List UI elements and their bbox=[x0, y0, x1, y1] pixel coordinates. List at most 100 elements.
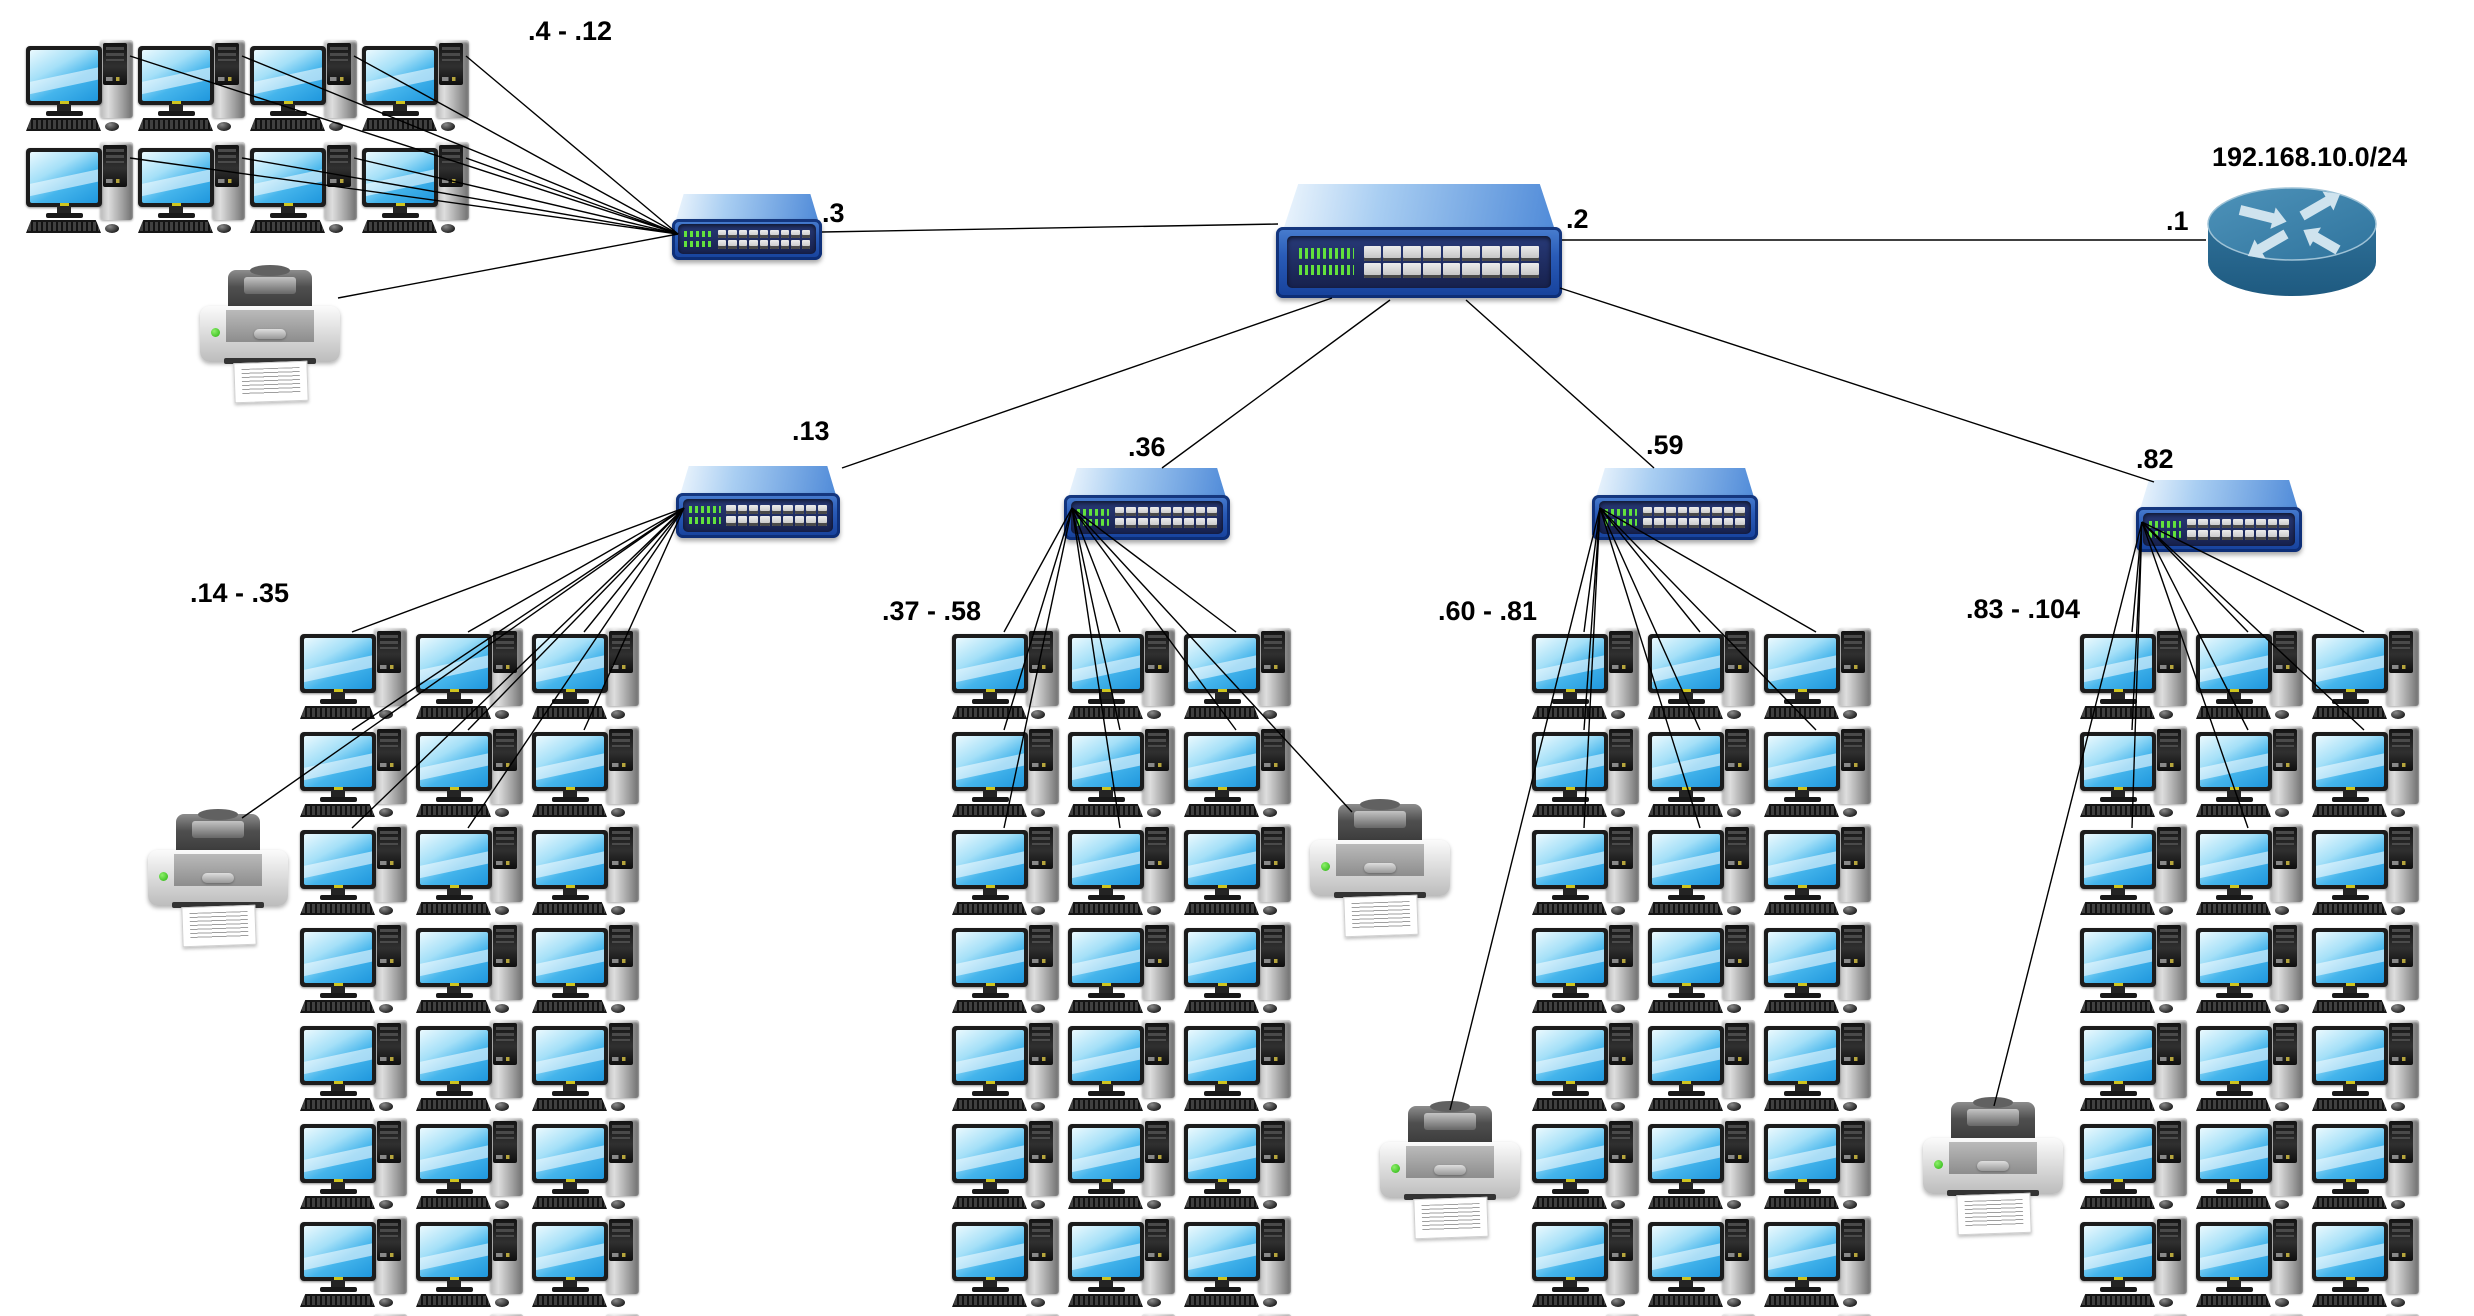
monitor-stand-base bbox=[1784, 1091, 1821, 1096]
mouse bbox=[379, 808, 393, 817]
computer-tower-front bbox=[2389, 1023, 2413, 1065]
monitor-stand-base bbox=[552, 1091, 589, 1096]
ethernet-port-icon bbox=[760, 516, 770, 526]
switch-top-face bbox=[1067, 468, 1227, 500]
monitor-stand-base bbox=[1204, 797, 1241, 802]
computer-tower-front bbox=[1029, 631, 1053, 673]
monitor-stand-base bbox=[972, 1287, 1009, 1292]
computer-monitor bbox=[2080, 1026, 2156, 1085]
mouse bbox=[2275, 710, 2289, 719]
monitor-stand bbox=[2111, 1182, 2125, 1190]
ethernet-port-icon bbox=[1654, 518, 1664, 528]
computer-icon bbox=[362, 140, 474, 236]
monitor-stand bbox=[1215, 986, 1229, 994]
computer-monitor bbox=[1068, 830, 1144, 889]
switch-ports bbox=[1363, 246, 1540, 278]
keyboard bbox=[532, 1098, 607, 1111]
computer-screen bbox=[536, 736, 604, 787]
computer-tower-front bbox=[493, 631, 517, 673]
ethernet-port-icon bbox=[817, 504, 827, 515]
monitor-stand bbox=[331, 1182, 345, 1190]
computer-tower-front bbox=[609, 631, 633, 673]
computer-monitor bbox=[1532, 1124, 1608, 1183]
client-range-label: .14 - .35 bbox=[190, 578, 290, 608]
computer-tower-front bbox=[1145, 1023, 1169, 1065]
ethernet-port-icon bbox=[783, 504, 793, 515]
computer-monitor bbox=[2312, 1124, 2388, 1183]
computer-monitor bbox=[138, 148, 214, 207]
keyboard bbox=[952, 804, 1027, 817]
ethernet-port-icon bbox=[1735, 506, 1745, 517]
switch-port-panel bbox=[1598, 500, 1752, 534]
printer-paper-tray bbox=[1408, 1101, 1492, 1148]
computer-icon bbox=[362, 38, 474, 134]
ethernet-port-icon bbox=[1161, 506, 1171, 517]
switch-port-panel bbox=[682, 498, 834, 532]
mouse bbox=[1611, 906, 1625, 915]
keyboard bbox=[1648, 706, 1723, 719]
ethernet-port-icon bbox=[1114, 506, 1125, 517]
ethernet-port-icon bbox=[2186, 530, 2197, 540]
ethernet-port-icon bbox=[770, 229, 779, 239]
keyboard bbox=[1764, 902, 1839, 915]
ethernet-port-icon bbox=[1207, 506, 1217, 517]
monitor-stand-base bbox=[270, 111, 307, 116]
switch-front-face bbox=[672, 219, 822, 260]
keyboard bbox=[300, 706, 375, 719]
monitor-stand-base bbox=[320, 993, 357, 998]
monitor-stand-base bbox=[2332, 1287, 2369, 1292]
keyboard bbox=[1648, 804, 1723, 817]
computer-icon bbox=[250, 38, 362, 134]
mouse bbox=[1031, 1004, 1045, 1013]
computer-monitor bbox=[2080, 1222, 2156, 1281]
network-link bbox=[465, 55, 679, 235]
computer-tower-front bbox=[1145, 631, 1169, 673]
computer-tower-front bbox=[1029, 827, 1053, 869]
monitor-stand bbox=[983, 888, 997, 896]
printer-icon bbox=[200, 265, 340, 404]
monitor-stand-base bbox=[972, 1091, 1009, 1096]
computer-tower-front bbox=[1029, 1121, 1053, 1163]
computer-icon bbox=[1648, 626, 1760, 722]
monitor-stand-base bbox=[2100, 993, 2137, 998]
computer-screen bbox=[1768, 932, 1836, 983]
keyboard bbox=[2196, 1098, 2271, 1111]
ethernet-port-icon bbox=[1195, 518, 1206, 528]
monitor-stand bbox=[563, 888, 577, 896]
monitor-stand-base bbox=[972, 895, 1009, 900]
computer-screen bbox=[2200, 932, 2268, 983]
monitor-stand-base bbox=[2332, 1189, 2369, 1194]
mouse bbox=[1611, 1298, 1625, 1307]
computer-tower-front bbox=[1609, 1219, 1633, 1261]
mouse bbox=[1727, 1004, 1741, 1013]
ethernet-port-icon bbox=[1114, 518, 1125, 528]
computer-monitor bbox=[2312, 830, 2388, 889]
monitor-stand-base bbox=[436, 699, 473, 704]
computer-screen bbox=[304, 1030, 372, 1081]
computer-tower-front bbox=[2157, 631, 2181, 673]
ethernet-port-icon bbox=[1712, 518, 1722, 528]
computer-icon bbox=[1068, 1018, 1180, 1114]
computer-screen bbox=[1768, 1030, 1836, 1081]
monitor-stand-base bbox=[1668, 1091, 1705, 1096]
mouse bbox=[1727, 808, 1741, 817]
keyboard bbox=[416, 1000, 491, 1013]
keyboard bbox=[300, 1294, 375, 1307]
computer-icon bbox=[300, 724, 412, 820]
computer-tower-front bbox=[1725, 631, 1749, 673]
computer-icon bbox=[1648, 724, 1760, 820]
monitor-stand bbox=[1563, 1280, 1577, 1288]
computer-monitor bbox=[1648, 1222, 1724, 1281]
switch-ports bbox=[2186, 518, 2289, 540]
computer-screen bbox=[956, 1226, 1024, 1277]
computer-tower-front bbox=[1609, 925, 1633, 967]
computer-monitor bbox=[1068, 1222, 1144, 1281]
keyboard bbox=[1532, 1000, 1607, 1013]
computer-icon bbox=[2312, 626, 2424, 722]
computer-screen bbox=[956, 736, 1024, 787]
monitor-stand bbox=[1215, 1084, 1229, 1092]
monitor-stand-base bbox=[2216, 699, 2253, 704]
computer-icon bbox=[1764, 822, 1876, 918]
computer-monitor bbox=[26, 148, 102, 207]
computer-monitor bbox=[1184, 1222, 1260, 1281]
